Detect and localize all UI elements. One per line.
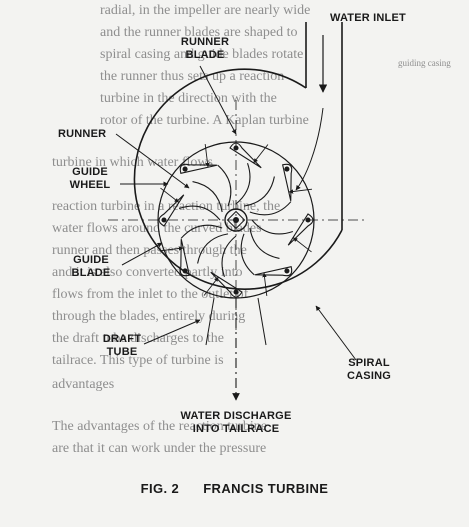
flow-arrow [253,144,269,164]
label-runner-blade: RUNNER BLADE [180,36,230,61]
label-guide-blade: GUIDE BLADE [71,254,111,279]
background-text-line: spiral casing and guide blades rotate [100,47,304,62]
background-text-line: rotor of the turbine. A Kaplan turbine [100,113,309,128]
runner-hub [224,208,248,232]
label-draft-tube: DRAFT TUBE [102,333,142,358]
flow-arrow [262,272,268,297]
guide-blade [229,142,262,169]
runner-blade [192,181,223,213]
flow-arrow [203,276,219,296]
label-water-discharge: WATER DISCHARGE INTO TAILRACE [180,410,292,435]
flow-arrow [292,237,312,253]
background-text-line: and the runner blades are shaped to [100,25,298,40]
leader-lines [115,65,357,361]
label-guide-wheel: GUIDE WHEEL [69,166,111,191]
guide-blades [158,142,314,298]
guide-blade [254,266,293,277]
flow-arrow [288,188,313,194]
guide-blade [287,213,314,246]
label-water-inlet: WATER INLET [330,12,406,24]
spiral-casing [133,22,343,290]
label-runner: RUNNER [58,128,107,140]
figure-caption: FIG. 2 FRANCIS TURBINE [0,481,469,496]
runner-blade [197,233,229,264]
guide-blade [282,163,293,202]
background-text-line: The advantages of the reaction turbine [52,419,267,434]
background-text-line: reaction turbine in a reaction turbine, … [52,199,281,214]
centerlines [108,100,365,330]
runner-blade [221,235,237,278]
background-text-line: turbine in which water flows [52,155,213,170]
runner-blade [243,176,275,207]
margin-note: guiding casing [398,58,451,68]
runner-blade [251,219,294,235]
flow-arrow [160,187,180,203]
guide-blade [179,238,190,277]
background-text-line: the draft tube discharges to the [52,331,224,346]
background-text-line: radial, in the impeller are nearly wide [100,3,311,18]
background-text-line: are that it can work under the pressure [52,441,267,456]
runner-blade [180,224,223,239]
runner-blade [249,201,292,216]
guide-blade [158,194,185,227]
runner-blade [235,162,251,205]
background-text-line: flows from the inlet to the outlet of [52,287,249,302]
runner-blade [240,233,255,276]
guide-blade [210,271,243,298]
background-text-line: the runner thus sets up a reaction [100,69,285,84]
guide-blade [179,163,218,174]
flow-arrow [204,143,210,168]
background-text-line: advantages [52,377,115,392]
draft-tube [205,297,267,346]
background-text-line: and it is also converted partly into [52,265,243,280]
figure-title: FRANCIS TURBINE [203,481,329,496]
background-text-line: turbine in the direction with the [100,91,277,106]
runner-blade [249,227,280,259]
casing-flow-arrow [295,107,324,191]
flow-arrows [159,143,313,297]
label-spiral-casing: SPIRAL CASING [347,357,391,382]
flow-arrow [159,246,184,252]
background-text-line: tailrace. This type of turbine is [52,353,224,368]
runner-blade [217,164,232,207]
figure-number: FIG. 2 [140,481,180,496]
runner-blade [178,205,221,221]
runner-blades [178,162,294,278]
